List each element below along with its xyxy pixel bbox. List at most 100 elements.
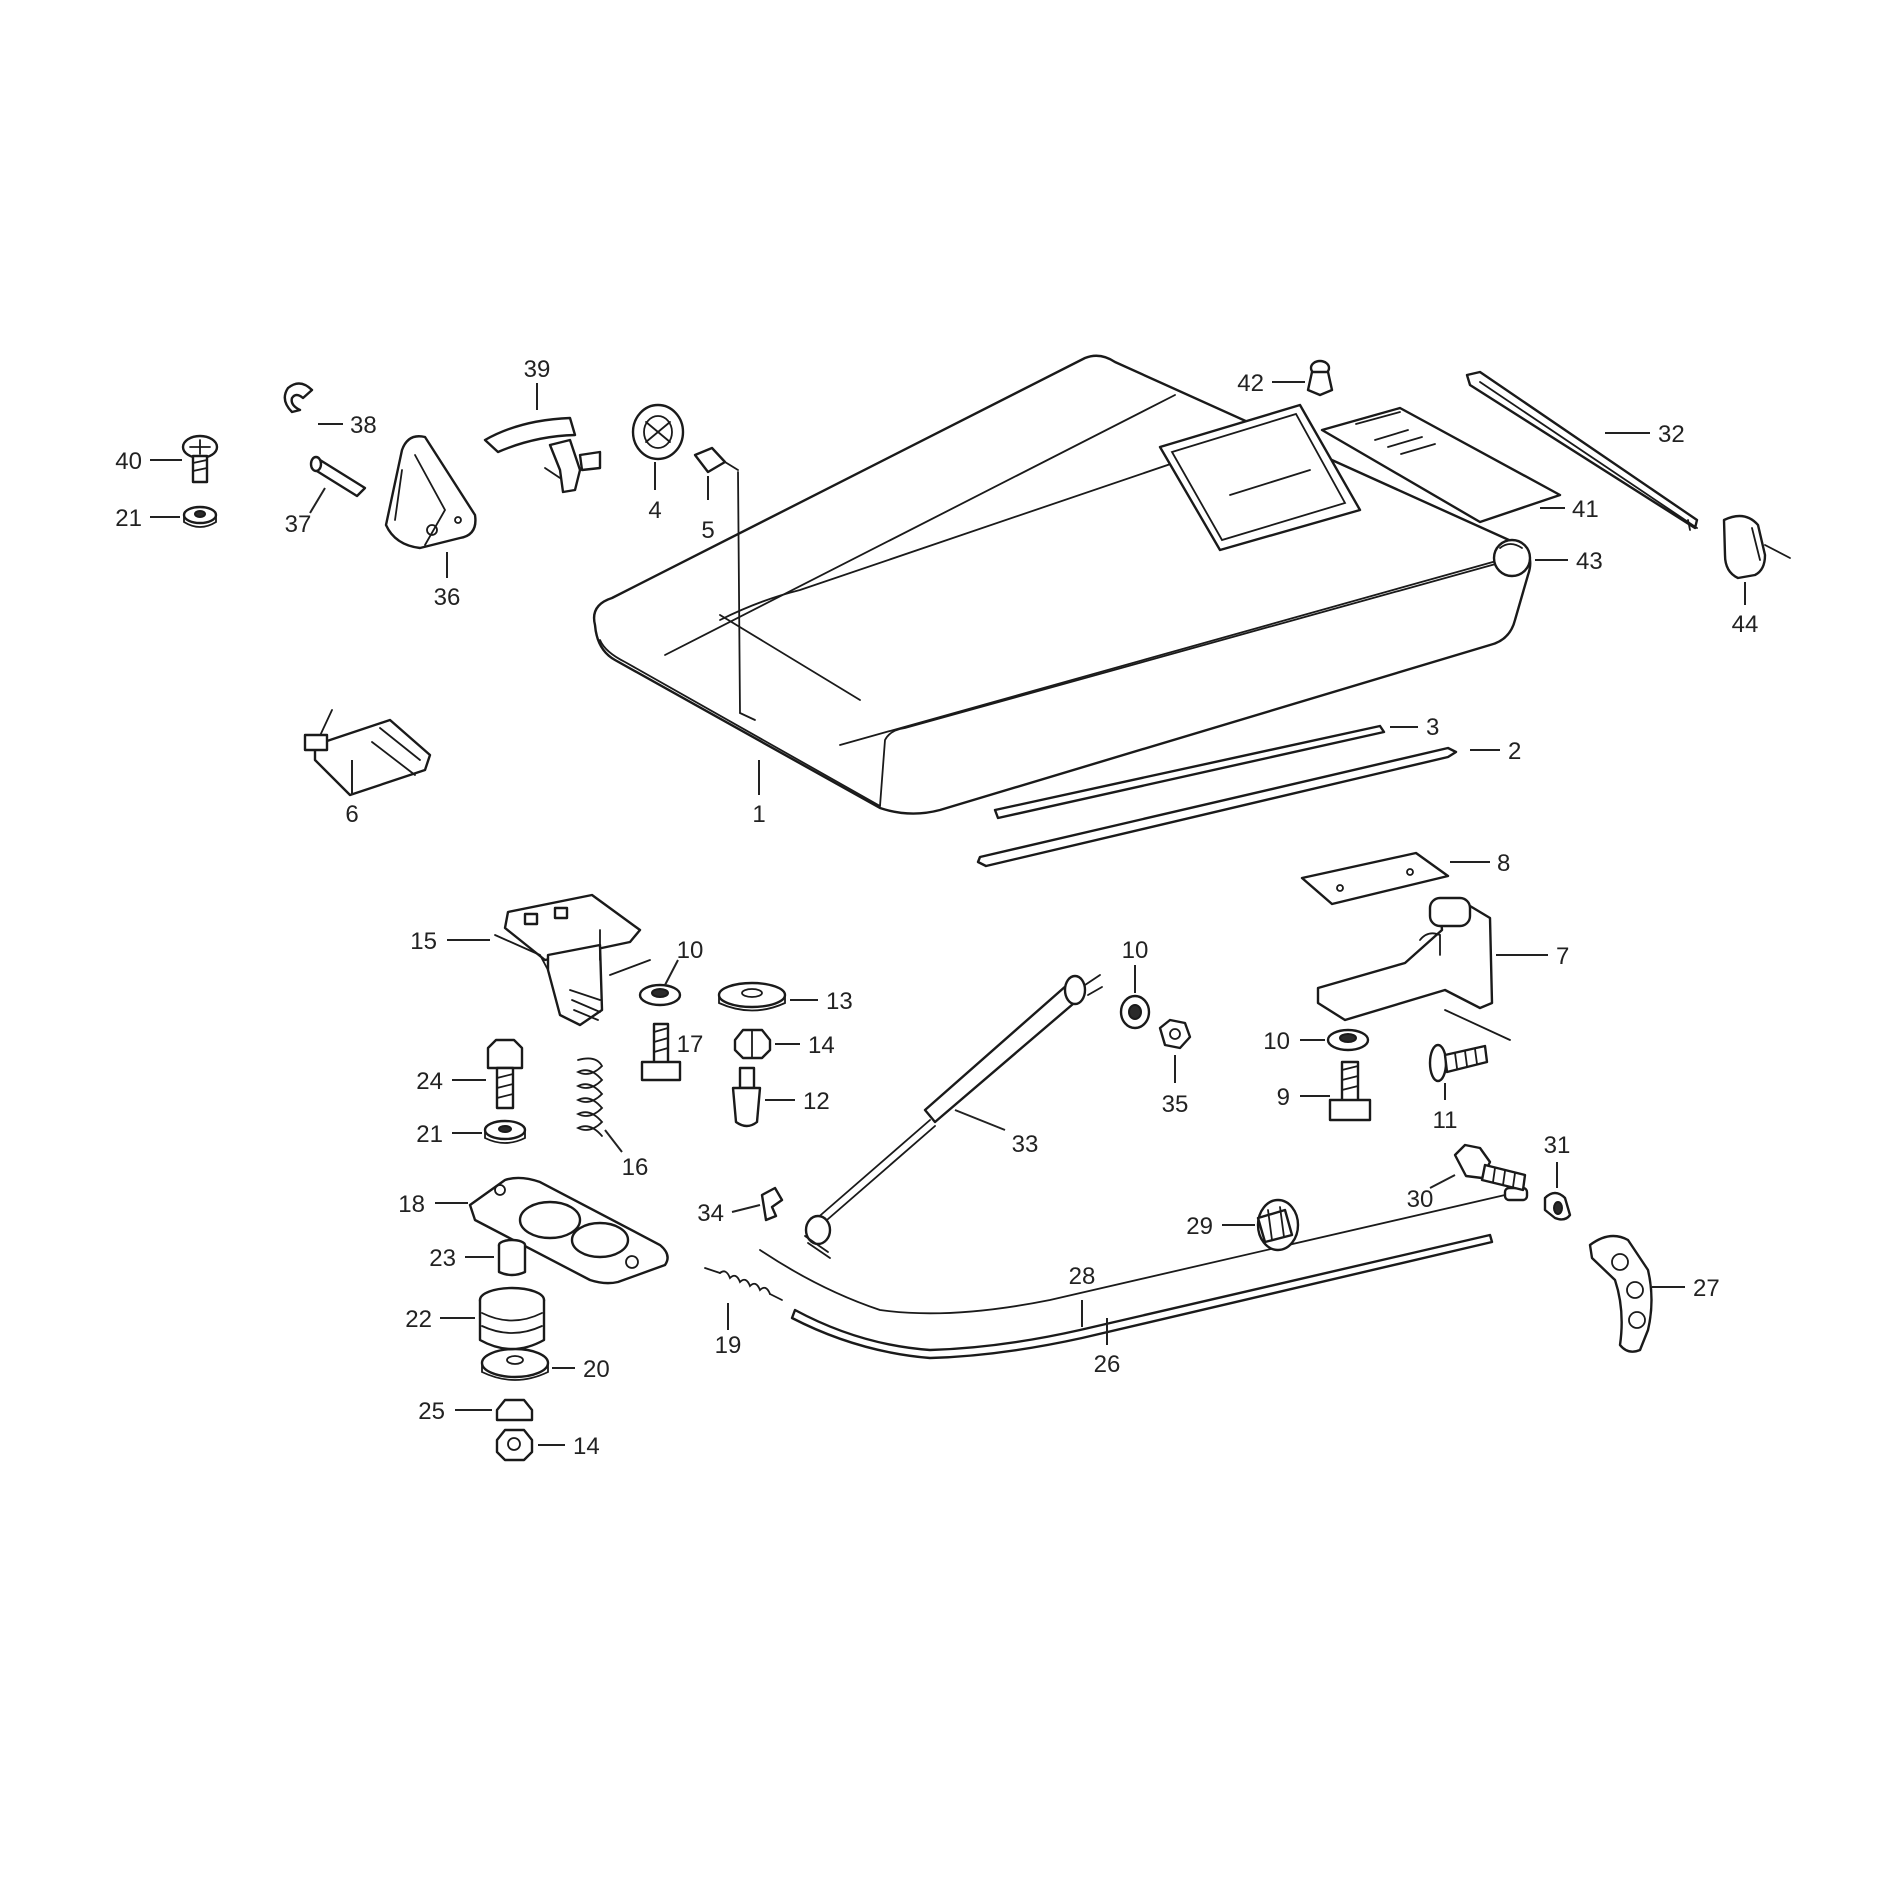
callout-number: 6 bbox=[345, 801, 358, 828]
callout-6: 6 bbox=[345, 760, 359, 828]
callout-17: 17 bbox=[677, 1031, 704, 1058]
callout-8: 8 bbox=[1450, 850, 1510, 877]
part-nut-25 bbox=[495, 1398, 534, 1422]
part-clip-31 bbox=[1543, 1191, 1572, 1221]
callout-42: 42 bbox=[1237, 370, 1305, 397]
part-screw-40 bbox=[181, 434, 219, 484]
callout-number: 43 bbox=[1576, 548, 1603, 575]
callout-number: 10 bbox=[1263, 1028, 1290, 1055]
part-rod-28 bbox=[790, 1233, 1494, 1360]
callout-15: 15 bbox=[410, 928, 490, 955]
callout-number: 7 bbox=[1556, 943, 1569, 970]
callout-38: 38 bbox=[318, 412, 377, 439]
callout-number: 18 bbox=[398, 1191, 425, 1218]
part-spring-19 bbox=[704, 1267, 783, 1301]
part-washer-10c bbox=[1326, 1028, 1370, 1052]
callout-number: 21 bbox=[416, 1121, 443, 1148]
callout-number: 26 bbox=[1094, 1351, 1121, 1378]
callout-43: 43 bbox=[1535, 548, 1603, 575]
callout-3: 3 bbox=[1390, 714, 1439, 741]
callout-26: 26 bbox=[1094, 1318, 1121, 1378]
callout-number: 15 bbox=[410, 928, 437, 955]
callout-44: 44 bbox=[1732, 582, 1759, 638]
callout-number: 40 bbox=[115, 448, 142, 475]
callout-number: 33 bbox=[1012, 1131, 1039, 1158]
callout-number: 14 bbox=[573, 1433, 600, 1460]
callout-35: 35 bbox=[1162, 1055, 1189, 1118]
callout-number: 35 bbox=[1162, 1091, 1189, 1118]
part-nut-35 bbox=[1158, 1018, 1192, 1050]
callout-23: 23 bbox=[429, 1245, 494, 1272]
callout-number: 25 bbox=[418, 1398, 445, 1425]
callout-number: 37 bbox=[285, 511, 312, 538]
callout-24: 24 bbox=[416, 1068, 486, 1095]
callout-10b: 10 bbox=[1122, 937, 1149, 993]
callout-number: 17 bbox=[677, 1031, 704, 1058]
callout-37: 37 bbox=[285, 487, 326, 538]
callout-2: 2 bbox=[1470, 738, 1521, 765]
callout-number: 21 bbox=[115, 505, 142, 532]
callout-number: 9 bbox=[1277, 1084, 1290, 1111]
callout-29: 29 bbox=[1186, 1213, 1255, 1240]
callout-number: 22 bbox=[405, 1306, 432, 1333]
callout-5: 5 bbox=[701, 476, 715, 544]
part-gas-strut-33 bbox=[804, 974, 1103, 1259]
part-bushing-23 bbox=[497, 1238, 527, 1277]
part-plug-43 bbox=[1492, 538, 1532, 578]
part-screw-11 bbox=[1428, 1043, 1489, 1083]
callout-number: 34 bbox=[697, 1200, 724, 1227]
callout-32: 32 bbox=[1605, 421, 1685, 448]
part-hood bbox=[592, 354, 1532, 815]
callout-number: 36 bbox=[434, 584, 461, 611]
callout-11: 11 bbox=[1433, 1083, 1458, 1134]
part-latch-hook-39 bbox=[483, 416, 602, 494]
callout-number: 13 bbox=[826, 988, 853, 1015]
part-washer-13 bbox=[717, 981, 787, 1012]
callout-31: 31 bbox=[1544, 1132, 1570, 1188]
callout-number: 10 bbox=[1122, 937, 1149, 964]
callout-number: 42 bbox=[1237, 370, 1264, 397]
part-bolt-9 bbox=[1328, 1060, 1372, 1122]
callout-21b: 21 bbox=[416, 1121, 482, 1148]
callout-40: 40 bbox=[115, 448, 182, 475]
callout-number: 38 bbox=[350, 412, 377, 439]
part-spring-16 bbox=[575, 1057, 604, 1137]
callout-number: 2 bbox=[1508, 738, 1521, 765]
callout-28: 28 bbox=[1069, 1263, 1095, 1327]
part-bolt-30 bbox=[1453, 1143, 1527, 1192]
part-vent-plate-41 bbox=[1320, 406, 1562, 524]
part-seal-bracket-6 bbox=[303, 709, 432, 797]
callout-30: 30 bbox=[1407, 1174, 1456, 1213]
part-washer-10b bbox=[1119, 994, 1151, 1030]
callout-12: 12 bbox=[765, 1088, 830, 1115]
callout-number: 8 bbox=[1497, 850, 1510, 877]
callout-39: 39 bbox=[524, 356, 550, 410]
callout-number: 30 bbox=[1407, 1186, 1434, 1213]
callout-19: 19 bbox=[715, 1303, 741, 1359]
part-stud-12 bbox=[731, 1066, 762, 1128]
callout-number: 4 bbox=[648, 497, 661, 524]
part-washer-10a bbox=[638, 983, 682, 1007]
callout-10c: 10 bbox=[1263, 1028, 1325, 1055]
callout-7: 7 bbox=[1496, 943, 1569, 970]
part-hinge-7 bbox=[1316, 896, 1511, 1041]
callout-number: 24 bbox=[416, 1068, 443, 1095]
callout-number: 11 bbox=[1433, 1107, 1458, 1134]
callout-9: 9 bbox=[1277, 1084, 1330, 1111]
callout-25: 25 bbox=[418, 1398, 492, 1425]
callout-number: 41 bbox=[1572, 496, 1599, 523]
callout-27: 27 bbox=[1652, 1275, 1720, 1302]
callout-13: 13 bbox=[790, 988, 853, 1015]
callout-number: 44 bbox=[1732, 611, 1759, 638]
callout-number: 16 bbox=[622, 1154, 649, 1181]
callout-number: 12 bbox=[803, 1088, 830, 1115]
part-latch-15 bbox=[494, 893, 651, 1027]
callout-number: 23 bbox=[429, 1245, 456, 1272]
callout-21a: 21 bbox=[115, 505, 180, 532]
callout-number: 3 bbox=[1426, 714, 1439, 741]
callout-number: 10 bbox=[677, 937, 704, 964]
callout-36: 36 bbox=[434, 552, 461, 611]
part-bolt-24 bbox=[486, 1038, 524, 1110]
callout-1: 1 bbox=[752, 760, 766, 828]
